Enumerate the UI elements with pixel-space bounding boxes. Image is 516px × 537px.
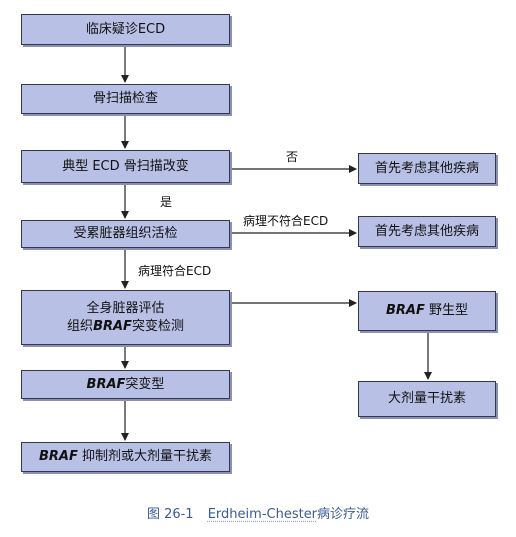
- braf-gene-text: BRAF: [86, 376, 126, 392]
- box-high-dose-interferon-text: 大剂量干扰素: [387, 391, 466, 406]
- figure-caption: 图 26-1 Erdheim-Chester病诊疗流: [0, 503, 516, 522]
- box-braf-mutant-text: BRAF突变型: [87, 376, 165, 394]
- braf-wildtype-suffix: 野生型: [424, 303, 468, 318]
- box-suspected-ecd: 临床疑诊ECD: [21, 14, 230, 45]
- box-braf-wildtype: BRAF 野生型: [358, 291, 496, 331]
- box-systemic-assessment-line2: 组织BRAF突变检测: [67, 318, 184, 336]
- box-braf-wildtype-text: BRAF 野生型: [386, 302, 468, 320]
- box-systemic-assessment: 全身脏器评估 组织BRAF突变检测: [21, 290, 230, 345]
- box-systemic-assessment-line1: 全身脏器评估: [86, 300, 165, 316]
- box-typical-bone-scan-text: 典型 ECD 骨扫描改变: [62, 158, 189, 174]
- box-high-dose-interferon: 大剂量干扰素: [358, 381, 496, 417]
- box-other-disease-1-text: 首先考虑其他疾病: [374, 160, 479, 176]
- box-bone-scan-text: 骨扫描检查: [92, 91, 158, 106]
- box-braf-inhibitor-text: BRAF 抑制剂或大剂量干扰素: [39, 448, 212, 466]
- figure-title-zh: 病诊疗流: [317, 507, 370, 522]
- label-pathology-match: 病理符合ECD: [138, 264, 212, 278]
- figure-title-en: Erdheim-Chester: [207, 507, 318, 522]
- braf-gene-text: BRAF: [93, 318, 132, 334]
- label-yes: 是: [160, 195, 173, 209]
- line2-suffix: 突变检测: [131, 318, 184, 334]
- label-pathology-not-match: 病理不符合ECD: [243, 214, 329, 228]
- braf-gene-text: BRAF: [385, 303, 425, 318]
- label-no: 否: [286, 150, 299, 164]
- braf-mutant-suffix: 突变型: [125, 376, 165, 392]
- box-organ-biopsy-text: 受累脏器组织活检: [73, 226, 178, 241]
- box-braf-mutant: BRAF突变型: [21, 370, 230, 399]
- braf-inhibitor-suffix: 抑制剂或大剂量干扰素: [77, 449, 212, 464]
- box-bone-scan: 骨扫描检查: [21, 84, 230, 114]
- box-other-disease-2: 首先考虑其他疾病: [358, 216, 496, 247]
- figure-number: 图 26-1: [146, 507, 194, 522]
- braf-gene-text: BRAF: [38, 449, 78, 464]
- box-braf-inhibitor: BRAF 抑制剂或大剂量干扰素: [21, 442, 230, 472]
- box-suspected-ecd-text: 临床疑诊ECD: [85, 21, 166, 37]
- box-organ-biopsy: 受累脏器组织活检: [21, 220, 230, 248]
- box-typical-bone-scan: 典型 ECD 骨扫描改变: [21, 150, 230, 183]
- line2-prefix: 组织: [67, 318, 94, 334]
- box-other-disease-2-text: 首先考虑其他疾病: [374, 223, 479, 239]
- box-other-disease-1: 首先考虑其他疾病: [358, 153, 496, 184]
